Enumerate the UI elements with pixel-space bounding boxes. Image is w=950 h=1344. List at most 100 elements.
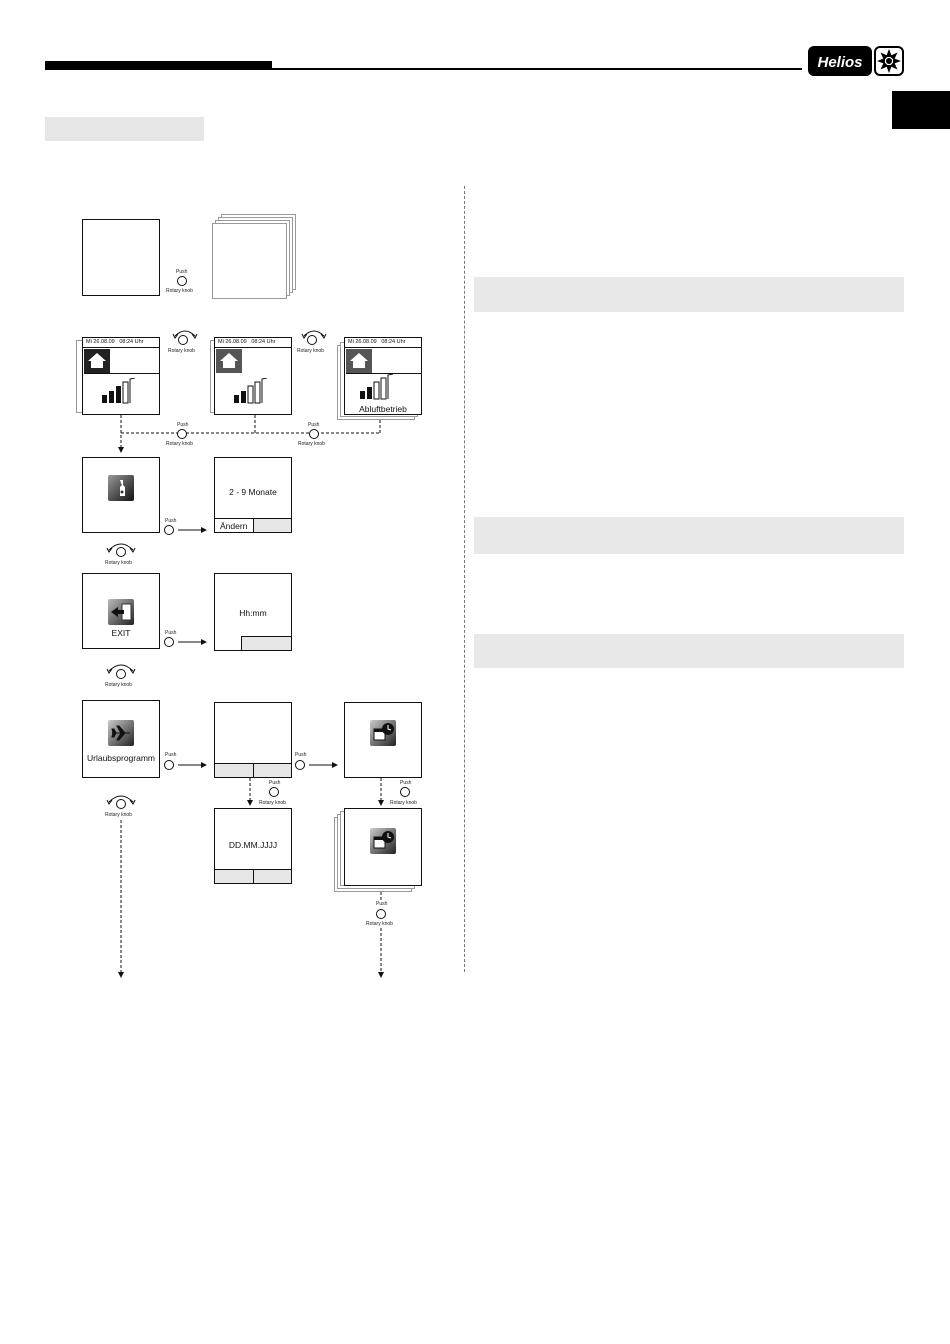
screen-filter-interval: 2 - 9 Monate Ändern [214,457,292,533]
rotary-knob-icon [307,335,317,345]
language-tab [892,91,950,129]
knob-rotary-label: Rotary knob [366,921,393,927]
knob-rotary-label: Rotary knob [105,812,132,818]
screen-time: Hh:mm [214,573,292,651]
softkey-left[interactable] [215,763,253,777]
rotary-knob-icon [116,669,126,679]
screen-home-1: Mi 26.08.09 08:24 Uhr [82,337,160,415]
push-knob-icon [309,429,319,439]
fan-level-icon [102,378,136,404]
status-date: Mi 26.08.09 [348,339,377,345]
rotate-icon [301,330,327,339]
home-icon [346,349,372,373]
knob-push-label: Push [269,780,281,786]
status-bar: Mi 26.08.09 08:24 Uhr [215,338,291,348]
status-time: 08:24 Uhr [381,339,406,345]
filter-interval-value: 2 - 9 Monate [229,487,277,497]
push-knob-icon [177,276,187,286]
knob-push-label: Push [165,518,177,524]
rotate-icon [106,664,136,674]
change-label: Ändern [220,521,248,531]
softkey-change[interactable]: Ändern [215,518,253,532]
section-tag [45,117,204,141]
screen-date: DD.MM.JJJJ [214,808,292,884]
airplane-icon [108,720,134,746]
knob-rotary-label: Rotary knob [105,682,132,688]
screen-service [82,457,160,533]
calendar-clock-icon [370,720,396,746]
mode-label: Abluftbetrieb [359,404,407,414]
fan-level-icon [360,374,394,400]
knob-push-label: Push [165,752,177,758]
softkey-left[interactable] [215,869,253,883]
screen-stack [212,223,287,299]
fan-level-icon [234,378,268,404]
calendar-clock-icon [370,828,396,854]
push-knob-icon [164,760,174,770]
screen-exit: EXIT [82,573,160,649]
holiday-label: Urlaubsprogramm [86,753,156,763]
push-knob-icon [295,760,305,770]
time-format-value: Hh:mm [239,608,267,618]
header-rule [272,68,802,70]
knob-push-label: Push [176,269,188,275]
knob-rotary-label: Rotary knob [105,560,132,566]
screen-timer-stack [344,808,422,886]
status-time: 08:24 Uhr [251,339,276,345]
knob-rotary-label: Rotary knob [297,348,324,354]
knob-rotary-label: Rotary knob [168,348,195,354]
screen-home-2: Mi 26.08.09 08:24 Uhr [214,337,292,415]
rotary-knob-icon [116,799,126,809]
knob-rotary-label: Rotary knob [259,800,286,806]
knob-push-label: Push [295,752,307,758]
push-knob-icon [177,429,187,439]
column-divider [464,186,465,972]
push-knob-icon [269,787,279,797]
text-band-1 [474,277,904,312]
screen-holiday-set [214,702,292,778]
knob-rotary-label: Rotary knob [166,288,193,294]
softkey-right[interactable] [241,636,291,650]
wrench-icon [108,475,134,501]
status-date: Mi 26.08.09 [218,339,247,345]
knob-push-label: Push [400,780,412,786]
status-time: 08:24 Uhr [119,339,144,345]
fan-logo-icon [874,46,904,76]
rotary-knob-icon [116,547,126,557]
header-bar [45,61,272,70]
exit-icon [108,599,134,625]
exit-label: EXIT [111,628,131,638]
push-knob-icon [376,909,386,919]
knob-push-label: Push [177,422,189,428]
rotate-icon [106,543,136,553]
helios-logo: Helios [808,46,904,78]
push-knob-icon [164,637,174,647]
status-date: Mi 26.08.09 [86,339,115,345]
knob-rotary-label: Rotary knob [298,441,325,447]
screen-holiday: Urlaubsprogramm [82,700,160,778]
softkey-right[interactable] [253,869,291,883]
rotate-icon [106,795,136,805]
status-bar: Mi 26.08.09 08:24 Uhr [345,338,421,348]
knob-rotary-label: Rotary knob [166,441,193,447]
knob-push-label: Push [376,901,388,907]
date-format-value: DD.MM.JJJJ [228,840,278,850]
knob-push-label: Push [308,422,320,428]
home-icon [84,349,110,373]
logo-wordmark: Helios [808,46,872,76]
screen-home-3: Mi 26.08.09 08:24 Uhr Abluftbetrieb [344,337,422,415]
rotary-knob-icon [178,335,188,345]
rotate-icon [172,330,198,339]
text-band-2 [474,517,904,554]
softkey-right[interactable] [253,518,291,532]
knob-rotary-label: Rotary knob [390,800,417,806]
home-icon [216,349,242,373]
push-knob-icon [400,787,410,797]
screen-holiday-timer [344,702,422,778]
knob-push-label: Push [165,630,177,636]
screen-blank [82,219,160,296]
softkey-right[interactable] [253,763,291,777]
push-knob-icon [164,525,174,535]
status-bar: Mi 26.08.09 08:24 Uhr [83,338,159,348]
